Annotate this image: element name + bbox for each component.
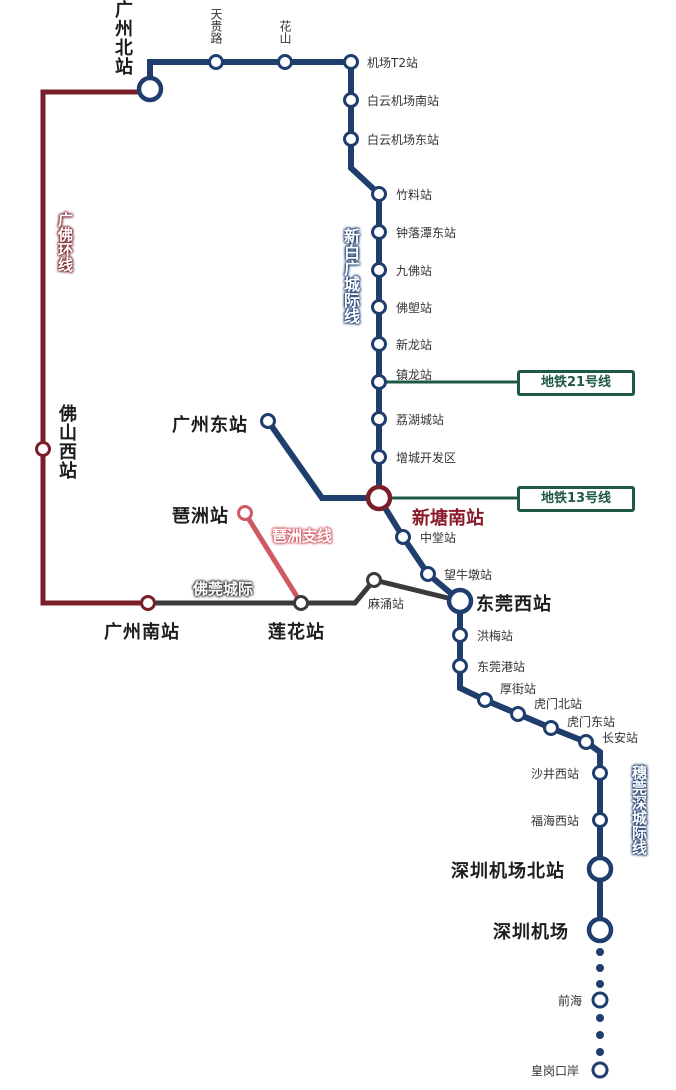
- fowan-line: [148, 577, 461, 606]
- machong-node: [366, 572, 382, 588]
- station-houjie: 厚街站: [500, 682, 537, 696]
- guangfo-loop-line: [40, 89, 148, 606]
- station-wangniudun: 望牛墩站: [444, 568, 493, 582]
- station-changan: 长安站: [602, 731, 639, 745]
- station-zhongtang: 中堂站: [420, 531, 457, 545]
- station-airport-t2: 机场T2站: [367, 56, 418, 70]
- xinbai-line-name: 新白广城际线: [341, 228, 360, 324]
- station-xintang-south: 新塘南站: [412, 508, 484, 529]
- dotted-extension: [596, 948, 604, 1056]
- station-machong: 麻涌站: [368, 597, 405, 611]
- station-zengcheng-dev: 增城开发区: [396, 451, 457, 465]
- station-baiyun-airport-east: 白云机场东站: [367, 133, 440, 147]
- station-zhenlong: 镇龙站: [396, 368, 433, 382]
- metro-13-box: 地铁13号线: [517, 486, 635, 512]
- station-lianhua: 莲花站: [268, 622, 325, 643]
- guangzhou-east-branch-line: [265, 419, 379, 501]
- guangfo-loop-name: 广佛环线: [56, 212, 74, 272]
- station-qianhai: 前海: [558, 994, 583, 1008]
- station-hongmei: 洪梅站: [477, 629, 514, 643]
- station-huashan: 花山: [278, 20, 292, 44]
- station-nodes-small: [208, 54, 609, 1079]
- station-zhongluotan-east: 钟落潭东站: [396, 226, 457, 240]
- xintang-south-node: [365, 484, 393, 512]
- station-guangzhou-east: 广州东站: [172, 415, 248, 436]
- station-pazhou: 琶洲站: [172, 506, 229, 527]
- fowan-line-name: 佛莞城际: [193, 580, 254, 598]
- station-guangzhou-south: 广州南站: [104, 622, 180, 643]
- guangzhou-south-node: [140, 595, 156, 611]
- pazhou-branch-line: [242, 511, 304, 605]
- station-humen-north: 虎门北站: [534, 697, 583, 711]
- station-dongguan-port: 东莞港站: [477, 660, 526, 674]
- station-folang: 佛塱站: [396, 301, 433, 315]
- station-shajing-west: 沙井西站: [531, 767, 580, 781]
- metro-21-box: 地铁21号线: [517, 370, 635, 396]
- station-xinlong: 新龙站: [396, 338, 433, 352]
- station-humen-east: 虎门东站: [567, 715, 616, 729]
- suiguanshen-line-name: 穗莞深城际线: [630, 765, 648, 855]
- station-zhuliao: 竹料站: [396, 188, 433, 202]
- station-lihucheng: 荔湖城站: [396, 413, 445, 427]
- station-tianguilu: 天贵路: [209, 8, 223, 44]
- pazhou-node: [237, 505, 253, 521]
- station-guangzhou-north: 广州北站: [112, 0, 133, 76]
- station-nodes-major: [136, 75, 614, 944]
- lianhua-node: [293, 595, 309, 611]
- station-dongguan-west: 东莞西站: [476, 594, 552, 615]
- station-foshan-west: 佛山西站: [56, 404, 77, 480]
- station-shenzhen-airport: 深圳机场: [493, 922, 569, 943]
- foshan-west-node: [35, 441, 51, 457]
- pazhou-branch-name: 琶洲支线: [272, 527, 333, 545]
- station-fuhai-west: 福海西站: [531, 814, 580, 828]
- station-huanggang-port: 皇岗口岸: [531, 1064, 580, 1078]
- xinbai-suiguanshen-line: [147, 59, 603, 930]
- station-shenzhen-airport-north: 深圳机场北站: [451, 861, 565, 882]
- station-jiufo: 九佛站: [396, 264, 433, 278]
- station-baiyun-airport-south: 白云机场南站: [367, 94, 440, 108]
